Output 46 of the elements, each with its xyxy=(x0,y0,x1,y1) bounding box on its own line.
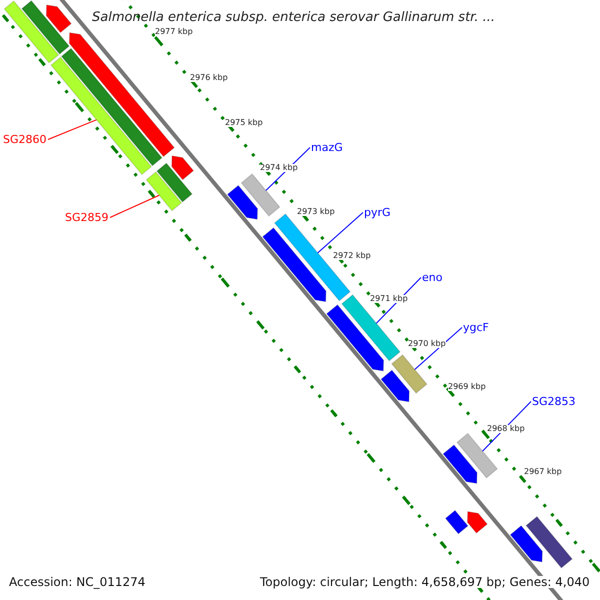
gene-block xyxy=(46,4,72,34)
leader-line xyxy=(317,212,364,254)
tick-label: 2977 kbp xyxy=(155,28,193,36)
gene-block xyxy=(525,516,573,569)
gene-block xyxy=(510,525,543,562)
gene-block xyxy=(60,48,163,166)
gene-block xyxy=(444,510,469,534)
genome-summary-text: Topology: circular; Length: 4,658,697 bp; Genes: 4,040 xyxy=(260,576,590,588)
gene-block xyxy=(442,444,478,484)
leader-line xyxy=(110,194,160,218)
gene-block xyxy=(156,162,193,203)
gene-block xyxy=(21,0,70,55)
gene-block xyxy=(171,155,194,180)
gene-label: SG2860 xyxy=(3,134,47,145)
tick-label: 2970 kbp xyxy=(408,340,446,348)
gene-block xyxy=(146,171,182,212)
tick-label: 2974 kbp xyxy=(260,164,298,172)
leader-line xyxy=(482,401,532,452)
gene-label: pyrG xyxy=(364,207,391,218)
title: Salmonella enterica subsp. enterica serovar Gallinarum str. ... xyxy=(92,11,495,24)
gene-block xyxy=(240,173,280,217)
gene-block xyxy=(326,304,384,372)
tick-label: 2973 kbp xyxy=(297,208,335,216)
gene-label: SG2853 xyxy=(532,396,576,407)
tick-label: 2967 kbp xyxy=(524,468,562,476)
accession-text: Accession: NC_011274 xyxy=(9,576,146,588)
gene-label: mazG xyxy=(311,142,343,153)
tick-label: 2971 kbp xyxy=(370,295,408,303)
tick-label: 2972 kbp xyxy=(333,252,371,260)
tick-label: 2968 kbp xyxy=(487,425,525,433)
gene-block xyxy=(391,354,428,394)
gene-label: SG2859 xyxy=(65,212,109,223)
gene-block xyxy=(50,56,152,176)
tick-label: 2975 kbp xyxy=(225,119,263,127)
gene-block xyxy=(226,184,258,220)
gene-block xyxy=(380,370,410,402)
gene-block xyxy=(466,511,488,534)
gene-block xyxy=(4,0,60,64)
gene-label: ygcF xyxy=(463,322,489,333)
leader-line xyxy=(48,119,97,140)
gene-label: eno xyxy=(422,272,442,283)
tick-label: 2976 kbp xyxy=(190,74,228,82)
gene-block xyxy=(262,227,326,302)
gene-block xyxy=(456,432,498,479)
tick-label: 2969 kbp xyxy=(448,383,486,391)
leader-line xyxy=(414,327,462,370)
